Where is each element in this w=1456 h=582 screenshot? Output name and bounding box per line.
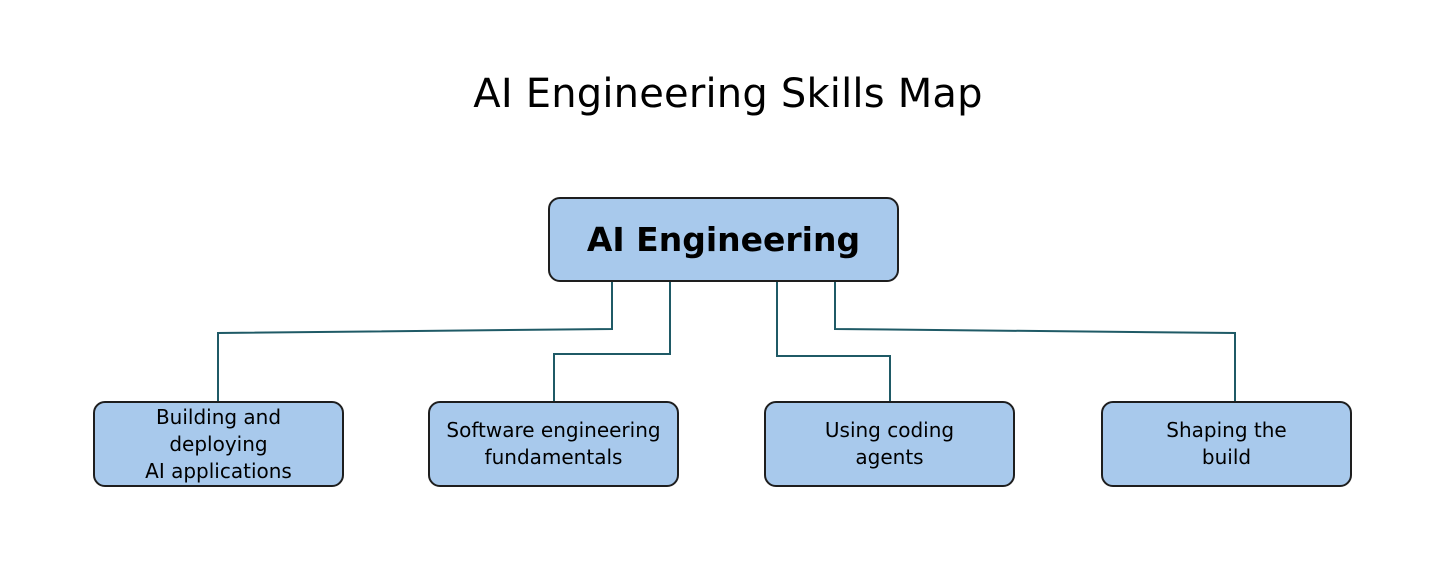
child-node-label: Shaping the build (1166, 418, 1287, 469)
diagram-title: AI Engineering Skills Map (473, 71, 983, 117)
connector-to-software-engineering (553, 282, 671, 401)
connector-to-shaping-the-build (834, 282, 1236, 401)
root-node-label: AI Engineering (586, 220, 861, 259)
child-node-software-engineering: Software engineering fundamentals (428, 401, 679, 487)
root-node-ai-engineering: AI Engineering (548, 197, 899, 282)
child-node-label: Software engineering fundamentals (446, 418, 661, 469)
child-node-shaping-the-build: Shaping the build (1101, 401, 1352, 487)
connector-to-building-and-deploying (217, 282, 613, 401)
child-node-label: Using coding agents (824, 418, 955, 469)
child-node-using-coding-agents: Using coding agents (764, 401, 1015, 487)
connector-to-using-coding-agents (776, 282, 891, 401)
child-node-label: Building and deploying AI applications (145, 404, 292, 483)
child-node-building-and-deploying: Building and deploying AI applications (93, 401, 344, 487)
